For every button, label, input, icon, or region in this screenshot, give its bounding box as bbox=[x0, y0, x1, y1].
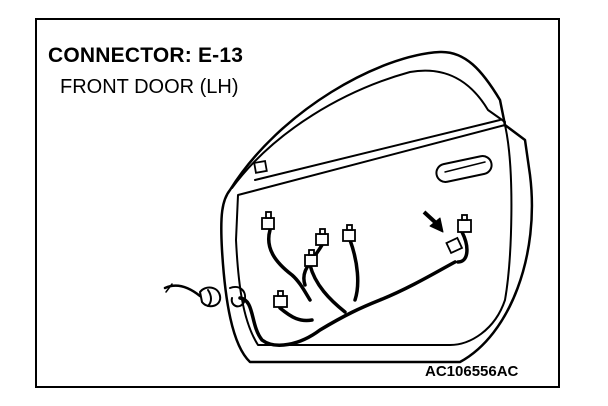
inner-door-panel bbox=[235, 124, 513, 346]
connector-icon bbox=[342, 224, 356, 242]
connector-icon bbox=[445, 236, 464, 255]
pointer-arrow-icon bbox=[422, 210, 444, 233]
connector-icon bbox=[253, 159, 268, 174]
figure-reference-code: AC106556AC bbox=[425, 363, 519, 380]
connector-title: CONNECTOR: E-13 bbox=[48, 44, 244, 67]
external-cable bbox=[163, 284, 202, 298]
door-panel-icon bbox=[220, 50, 534, 364]
door-handle-icon bbox=[435, 155, 493, 183]
connector-group bbox=[253, 159, 472, 308]
connector-icon bbox=[457, 214, 472, 233]
wiring-harness-icon bbox=[238, 228, 469, 347]
connector-icon bbox=[273, 290, 288, 308]
connector-icon bbox=[261, 211, 275, 230]
connector-icon bbox=[315, 228, 329, 246]
connector-icon bbox=[304, 249, 318, 267]
grommet-icon bbox=[199, 286, 246, 308]
diagram-frame bbox=[35, 18, 560, 388]
location-subtitle: FRONT DOOR (LH) bbox=[60, 76, 239, 98]
